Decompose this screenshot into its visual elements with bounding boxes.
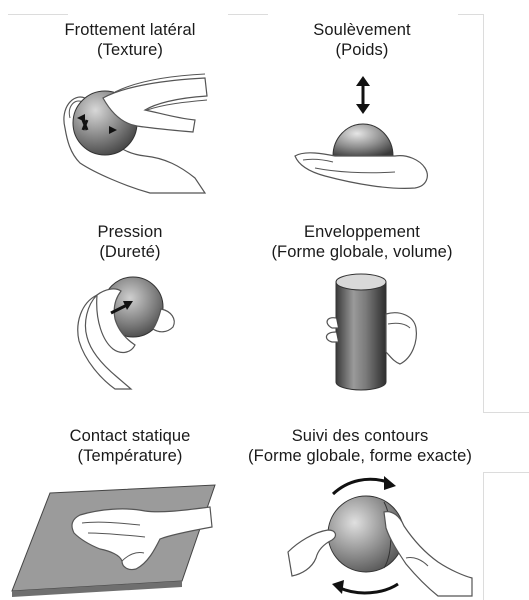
panel-enclosure-title: Enveloppement <box>252 222 472 242</box>
panel-lateral-motion-title: Frottement latéral <box>40 20 220 40</box>
panel-contour-following-caption: Suivi des contours (Forme globale, forme… <box>240 426 480 466</box>
panel-lateral-motion-caption: Frottement latéral (Texture) <box>40 20 220 60</box>
panel-pressure-subtitle: (Dureté) <box>40 242 220 262</box>
panel-static-contact-title: Contact statique <box>40 426 220 446</box>
frame-right-line-lower <box>483 472 484 600</box>
panel-unsupported-holding-subtitle: (Poids) <box>272 40 452 60</box>
frame-top-right-line <box>458 14 484 15</box>
panel-pressure-title: Pression <box>40 222 220 242</box>
frame-right-tick-upper <box>483 412 529 413</box>
panel-unsupported-holding-title: Soulèvement <box>272 20 452 40</box>
pressure-illustration <box>75 275 185 390</box>
frame-right-tick-lower <box>483 472 529 473</box>
panel-static-contact-caption: Contact statique (Température) <box>40 426 220 466</box>
frame-right-line-upper <box>483 14 484 412</box>
unsupported-holding-illustration <box>295 76 435 191</box>
panel-enclosure-subtitle: (Forme globale, volume) <box>252 242 472 262</box>
frame-top-mid-line <box>228 14 268 15</box>
panel-contour-following-subtitle: (Forme globale, forme exacte) <box>240 446 480 466</box>
enclosure-illustration <box>318 270 418 395</box>
panel-enclosure-caption: Enveloppement (Forme globale, volume) <box>252 222 472 262</box>
static-contact-illustration <box>10 483 220 593</box>
panel-contour-following-title: Suivi des contours <box>240 426 480 446</box>
frame-top-left-line <box>8 14 68 15</box>
panel-static-contact-subtitle: (Température) <box>40 446 220 466</box>
lateral-motion-illustration <box>55 68 215 193</box>
contour-following-illustration <box>288 472 473 597</box>
panel-pressure-caption: Pression (Dureté) <box>40 222 220 262</box>
panel-unsupported-holding-caption: Soulèvement (Poids) <box>272 20 452 60</box>
panel-lateral-motion-subtitle: (Texture) <box>40 40 220 60</box>
